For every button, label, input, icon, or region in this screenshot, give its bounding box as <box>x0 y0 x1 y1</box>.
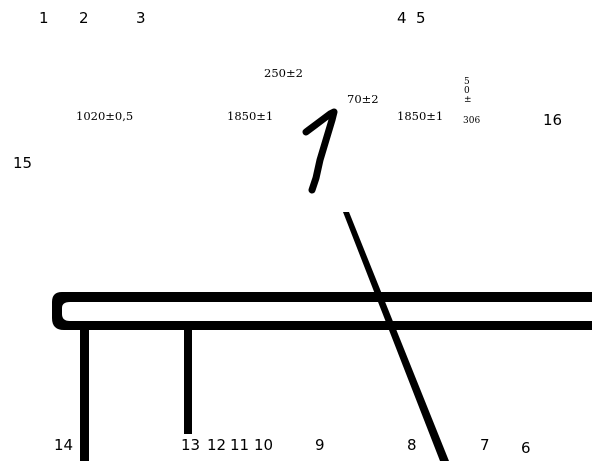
diagonal-brace <box>343 212 449 461</box>
vertical-dimension-char-1: 5 <box>464 77 470 87</box>
callout-7: 7 <box>480 436 490 454</box>
callout-10: 10 <box>254 436 274 454</box>
callout-8: 8 <box>407 436 417 454</box>
frame-inner-gap <box>66 309 592 314</box>
callout-9: 9 <box>315 436 325 454</box>
callout-5: 5 <box>416 9 426 27</box>
dimension-70: 70±2 <box>347 92 379 106</box>
callout-15: 15 <box>13 154 33 172</box>
middle-leg <box>184 330 192 434</box>
vertical-dimension-char-3: ± <box>464 95 472 105</box>
callout-14: 14 <box>54 436 74 454</box>
callout-4: 4 <box>397 9 407 27</box>
dimension-1850-left: 1850±1 <box>227 109 274 123</box>
callout-2: 2 <box>79 9 89 27</box>
dimension-1020: 1020±0,5 <box>76 109 134 123</box>
handwritten-stroke <box>302 108 338 194</box>
callout-16: 16 <box>543 111 563 129</box>
dimension-306: 306 <box>463 116 481 126</box>
callout-11: 11 <box>230 436 250 454</box>
callout-3: 3 <box>136 9 146 27</box>
dimension-250: 250±2 <box>264 66 303 80</box>
callout-1: 1 <box>39 9 49 27</box>
vertical-dimension-char-2: 0 <box>464 86 470 96</box>
callout-13: 13 <box>181 436 201 454</box>
dimension-1850-right: 1850±1 <box>397 109 444 123</box>
frame-outer-rail <box>52 292 592 330</box>
callout-12: 12 <box>207 436 227 454</box>
callout-6: 6 <box>521 439 531 457</box>
left-leg <box>80 330 89 461</box>
